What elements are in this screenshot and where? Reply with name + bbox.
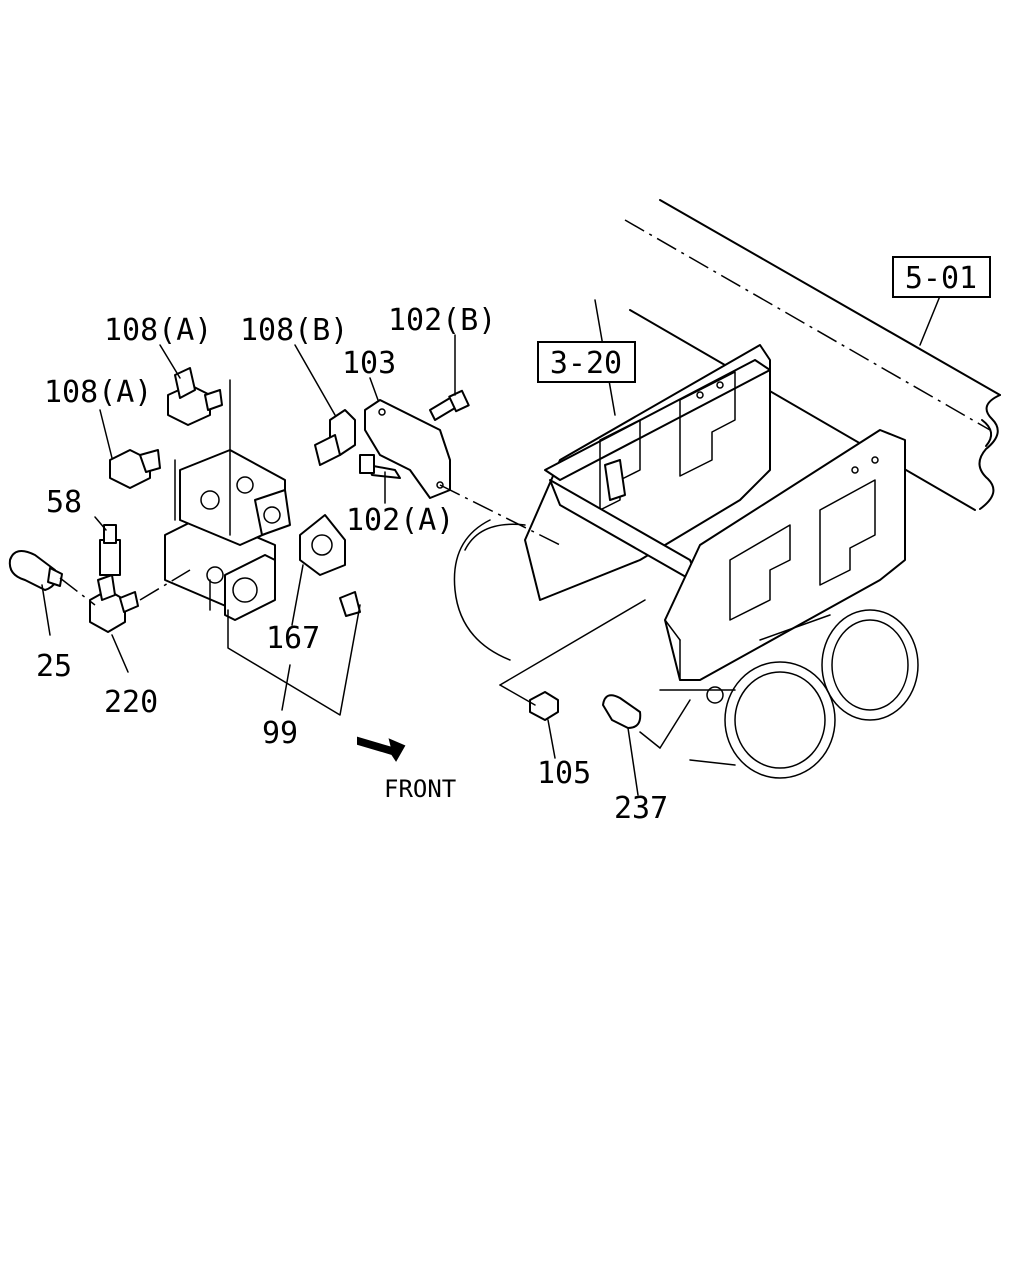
air-tanks — [453, 519, 919, 779]
label-108a-top: 108(A) — [104, 313, 212, 348]
bolt-102a — [359, 454, 401, 479]
ref-label-5-01: 5-01 — [905, 261, 977, 296]
label-108a-left: 108(A) — [44, 375, 152, 410]
label-108b: 108(B) — [240, 313, 348, 348]
front-label: FRONT — [384, 775, 456, 803]
label-105: 105 — [537, 756, 591, 791]
ref-label-3-20: 3-20 — [550, 346, 622, 381]
part-labels: 108(A) 108(B) 102(B) 103 108(A) 58 102(A… — [36, 303, 668, 826]
label-103: 103 — [342, 346, 396, 381]
crossmember-bracket — [524, 344, 906, 681]
ref-box-5-01: 5-01 — [892, 256, 991, 298]
switch-25 — [8, 550, 63, 591]
nipple-58 — [99, 524, 121, 576]
label-102b: 102(B) — [388, 303, 496, 338]
frame-rail — [624, 199, 1001, 511]
switch-237 — [602, 694, 642, 729]
label-58: 58 — [46, 485, 82, 520]
fitting-108b — [314, 409, 356, 466]
label-167: 167 — [266, 621, 320, 656]
valve-assembly — [164, 379, 291, 621]
nut-105 — [529, 691, 559, 721]
front-arrow-icon — [357, 736, 406, 762]
label-237: 237 — [614, 791, 668, 826]
mount-167 — [299, 514, 361, 617]
label-220: 220 — [104, 685, 158, 720]
label-25: 25 — [36, 649, 72, 684]
label-99: 99 — [262, 716, 298, 751]
leader-lines — [41, 295, 941, 796]
bracket-103 — [364, 399, 451, 499]
label-102a: 102(A) — [346, 503, 454, 538]
front-indicator: FRONT — [357, 736, 456, 803]
elbow-220 — [89, 574, 139, 633]
ref-box-3-20: 3-20 — [537, 341, 636, 383]
fitting-108a-top — [167, 367, 223, 426]
bolt-102b — [429, 389, 470, 421]
fitting-108a-left — [109, 449, 161, 489]
